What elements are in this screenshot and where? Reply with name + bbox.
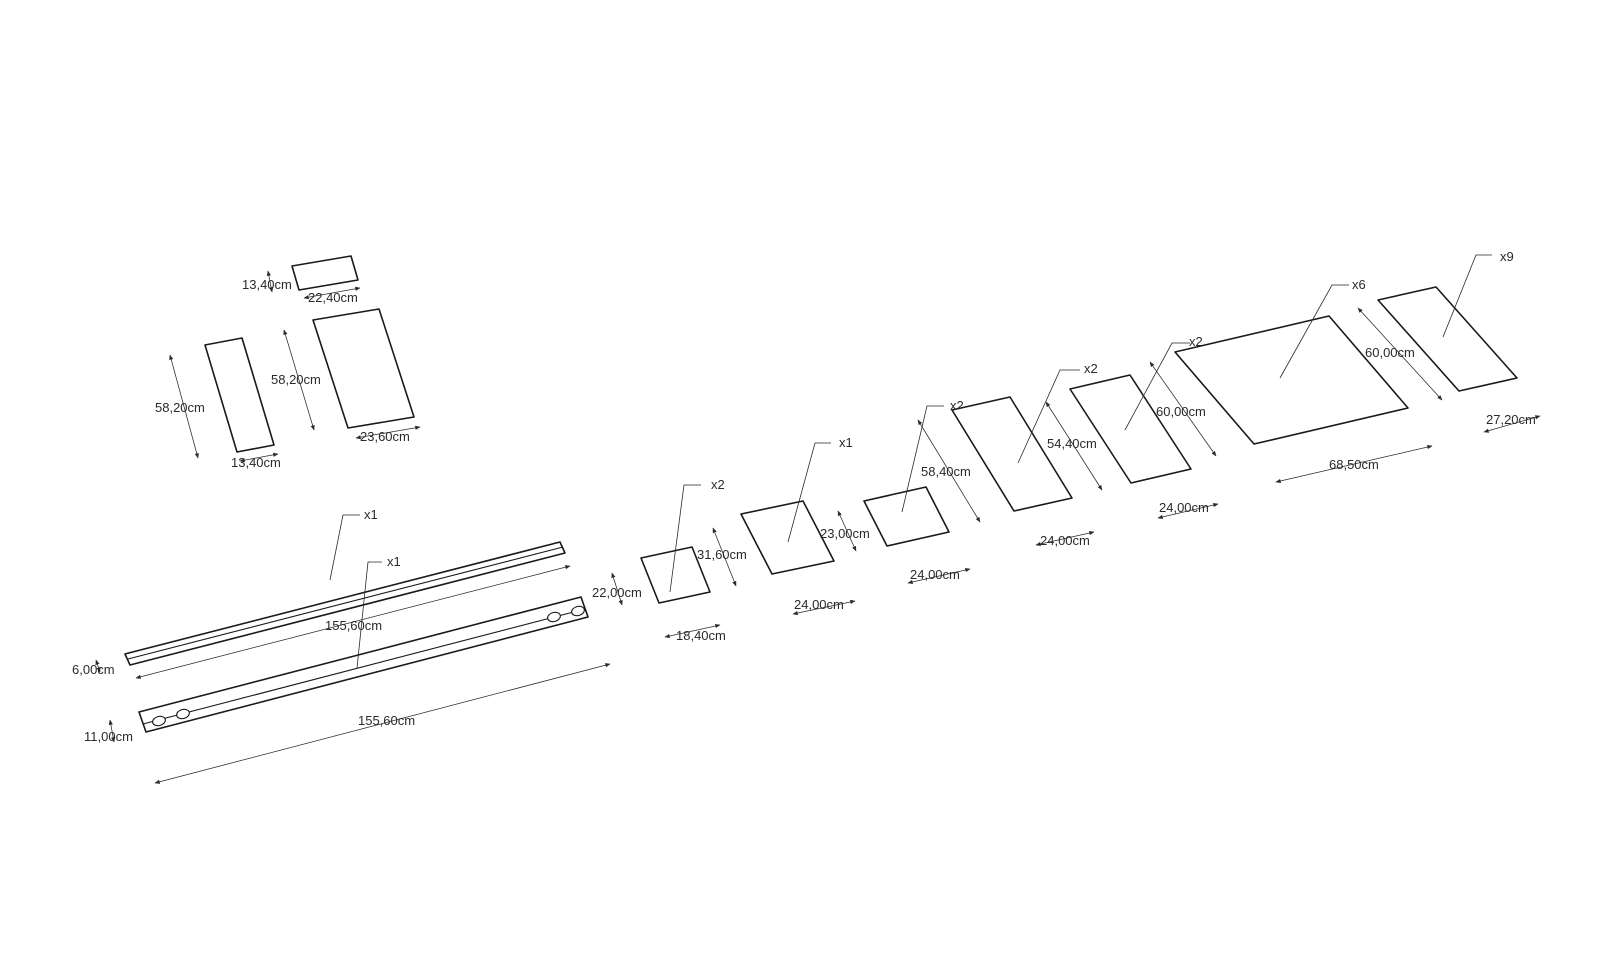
part-7-qty: x1 <box>839 435 853 450</box>
part-12-dim-a: 60,00cm <box>1365 345 1415 360</box>
hole-icon <box>571 605 585 617</box>
part-9-dim-a: 58,40cm <box>921 464 971 479</box>
part-5-dim-b: 155,60cm <box>358 713 415 728</box>
part-3: 58,20cm 23,60cm <box>271 308 421 444</box>
part-4-dim-a: 6,00cm <box>72 662 115 677</box>
part-10-dim-b: 24,00cm <box>1159 500 1209 515</box>
part-10-qty: x2 <box>1189 334 1203 349</box>
part-3-dim-b: 23,60cm <box>360 429 410 444</box>
part-4: 6,00cm 155,60cm x1 <box>72 507 571 679</box>
part-11-dim-a: 60,00cm <box>1156 404 1206 419</box>
part-12-dim-b: 27,20cm <box>1486 412 1536 427</box>
panel-12 <box>1377 286 1518 392</box>
part-10-dim-a: 54,40cm <box>1047 436 1097 451</box>
part-5: 11,00cm 155,60cm x1 <box>84 554 611 784</box>
part-3-dim-a: 58,20cm <box>271 372 321 387</box>
part-2-dim-a: 58,20cm <box>155 400 205 415</box>
part-11-dim-b: 68,50cm <box>1329 457 1379 472</box>
panel-1 <box>291 255 359 291</box>
panel-8 <box>863 486 950 547</box>
part-1-dim-a: 13,40cm <box>242 277 292 292</box>
part-12-qty: x9 <box>1500 249 1514 264</box>
part-8-dim-b: 24,00cm <box>910 567 960 582</box>
part-8-dim-a: 23,00cm <box>820 526 870 541</box>
part-7-dim-b: 24,00cm <box>794 597 844 612</box>
part-1: 13,40cm 22,40cm <box>242 255 361 305</box>
part-6-dim-b: 18,40cm <box>676 628 726 643</box>
part-9: 58,40cm 24,00cm x2 <box>917 361 1098 548</box>
part-5-dim-a: 11,00cm <box>84 729 133 744</box>
part-8: 23,00cm 24,00cm x2 <box>820 398 971 585</box>
part-4-dim-b: 155,60cm <box>325 618 382 633</box>
part-7: 31,60cm 24,00cm x1 <box>697 435 856 616</box>
part-11: 60,00cm 68,50cm x6 <box>1149 277 1433 483</box>
part-6: 22,00cm 18,40cm x2 <box>592 477 726 643</box>
part-2: 58,20cm 13,40cm <box>155 337 281 470</box>
panel-10 <box>1069 374 1192 484</box>
part-5-qty: x1 <box>387 554 401 569</box>
part-7-dim-a: 31,60cm <box>697 547 747 562</box>
hole-icon <box>547 611 561 623</box>
part-9-dim-b: 24,00cm <box>1040 533 1090 548</box>
panel-3 <box>312 308 415 429</box>
panel-2 <box>204 337 275 453</box>
part-1-dim-b: 22,40cm <box>308 290 358 305</box>
part-11-qty: x6 <box>1352 277 1366 292</box>
part-2-dim-b: 13,40cm <box>231 455 281 470</box>
panel-11 <box>1174 315 1409 445</box>
part-6-qty: x2 <box>711 477 725 492</box>
part-6-dim-a: 22,00cm <box>592 585 642 600</box>
part-12: 60,00cm 27,20cm x9 <box>1357 249 1541 433</box>
part-9-qty: x2 <box>1084 361 1098 376</box>
part-4-qty: x1 <box>364 507 378 522</box>
